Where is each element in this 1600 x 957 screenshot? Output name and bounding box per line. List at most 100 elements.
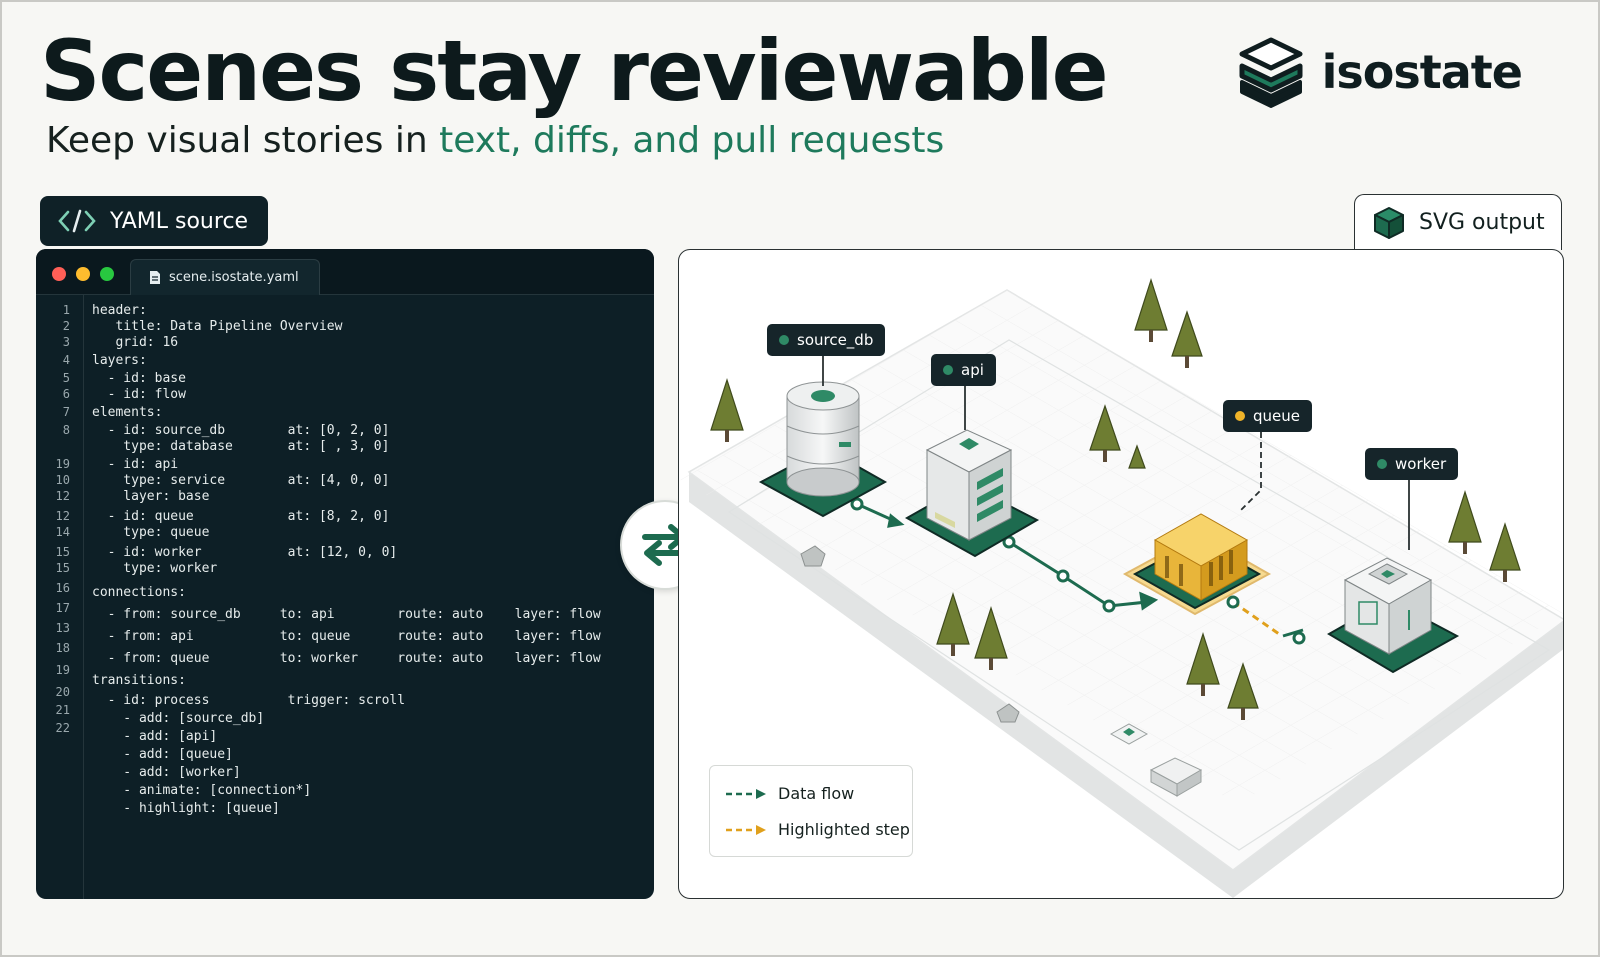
brand: isostate (1238, 36, 1523, 108)
line-number: 19 (55, 663, 70, 677)
yaml-source-label: YAML source (110, 208, 249, 234)
line-number: 1 (62, 303, 70, 317)
line-number: 7 (62, 405, 70, 419)
node-queue (1122, 513, 1272, 616)
rock (800, 545, 826, 567)
line-number: 2 (62, 319, 70, 333)
line-number: 3 (62, 335, 70, 349)
line-number: 12 (55, 509, 70, 523)
svg-output-tab[interactable]: SVG output (1354, 194, 1562, 250)
node-label-worker: worker (1365, 448, 1459, 480)
node-source-db (758, 381, 888, 518)
svg-output-label: SVG output (1419, 210, 1545, 235)
code-line: header: (92, 303, 147, 318)
code-line: - id: base (92, 371, 186, 386)
node-api (904, 429, 1040, 558)
status-dot (943, 365, 953, 375)
code-icon (58, 209, 96, 233)
yaml-source-tab[interactable]: YAML source (40, 196, 268, 246)
code-line: - highlight: [queue] (92, 801, 280, 816)
code-line: - id: api (92, 457, 179, 472)
isometric-stack-logo-icon (1239, 37, 1303, 108)
legend-data-flow-label: Data flow (778, 784, 855, 803)
code-line: grid: 16 (92, 335, 179, 350)
status-dot (1235, 411, 1245, 421)
node-label-queue: queue (1223, 400, 1312, 432)
line-number: 21 (55, 703, 70, 717)
line-number: 13 (55, 621, 70, 635)
cube-icon (1374, 206, 1404, 239)
line-number: 15 (55, 561, 70, 575)
code-line: - add: [api] (92, 729, 218, 744)
code-line: - id: queue at: [8, 2, 0] (92, 509, 390, 524)
line-number: 20 (55, 685, 70, 699)
line-number: 17 (55, 601, 70, 615)
connection-api-queue (1002, 535, 1159, 613)
rock (996, 703, 1020, 723)
code-line: - add: [worker] (92, 765, 241, 780)
code-line: layer: base (92, 489, 210, 504)
brand-name: isostate (1321, 45, 1523, 99)
code-line: - id: process trigger: scroll (92, 693, 406, 708)
code-line: layers: (92, 353, 147, 368)
line-number: 12 (55, 489, 70, 503)
page-title: Scenes stay reviewable (40, 22, 1109, 120)
code-line: - animate: [connection*] (92, 783, 312, 798)
connection-source-api (850, 497, 905, 528)
node-label-text: queue (1253, 407, 1300, 425)
code-line: - id: worker at: [12, 0, 0] (92, 545, 398, 560)
legend-highlighted-step: Highlighted step (726, 820, 910, 839)
node-label-text: source_db (797, 331, 874, 349)
legend: Data flow Highlighted step (709, 765, 913, 857)
tree-group (710, 278, 1521, 720)
code-line: - add: [source_db] (92, 711, 265, 726)
minimize-dot[interactable] (76, 267, 90, 281)
legend-highlighted-step-label: Highlighted step (778, 820, 910, 839)
close-dot[interactable] (52, 267, 66, 281)
line-number: 8 (62, 423, 70, 437)
legend-data-flow: Data flow (726, 784, 854, 803)
line-number: 14 (55, 525, 70, 539)
line-number: 5 (62, 371, 70, 385)
node-label-text: api (961, 361, 984, 379)
dashed-arrow-highlight-icon (726, 824, 766, 835)
code-line: type: queue (92, 525, 210, 540)
code-line: - add: [queue] (92, 747, 233, 762)
line-number: 19 (55, 457, 70, 471)
code-line: - from: api to: queue route: auto layer:… (92, 629, 601, 644)
page-subtitle: Keep visual stories in text, diffs, and … (46, 120, 944, 161)
line-number: 15 (55, 545, 70, 559)
file-icon (150, 271, 160, 284)
node-label-api: api (931, 354, 996, 386)
code-line: transitions: (92, 673, 186, 688)
status-dot (779, 335, 789, 345)
code-line: title: Data Pipeline Overview (92, 319, 343, 334)
code-line: elements: (92, 405, 163, 420)
code-line: type: worker (92, 561, 218, 576)
isometric-scene (680, 278, 1563, 898)
node-label-text: worker (1395, 455, 1447, 473)
line-number: 4 (62, 353, 70, 367)
code-line: - id: source_db at: [0, 2, 0] (92, 423, 390, 438)
node-worker (1327, 557, 1460, 674)
maximize-dot[interactable] (100, 267, 114, 281)
editor-title-bar: scene.isostate.yaml (36, 249, 654, 295)
node-label-source-db: source_db (767, 324, 886, 356)
code-line: - id: flow (92, 387, 186, 402)
file-tab-label: scene.isostate.yaml (169, 270, 299, 285)
line-number: 6 (62, 387, 70, 401)
line-number: 16 (55, 581, 70, 595)
file-tab[interactable]: scene.isostate.yaml (130, 259, 320, 295)
blank-block (1149, 757, 1203, 797)
status-dot (1377, 459, 1387, 469)
code-line: type: database at: [ , 3, 0] (92, 439, 390, 454)
line-number: 18 (55, 641, 70, 655)
code-line: - from: source_db to: api route: auto la… (92, 607, 601, 622)
line-number: 22 (55, 721, 70, 735)
subtitle-prefix: Keep visual stories in (46, 120, 440, 161)
line-number: 10 (55, 473, 70, 487)
connection-queue-worker (1226, 595, 1306, 645)
